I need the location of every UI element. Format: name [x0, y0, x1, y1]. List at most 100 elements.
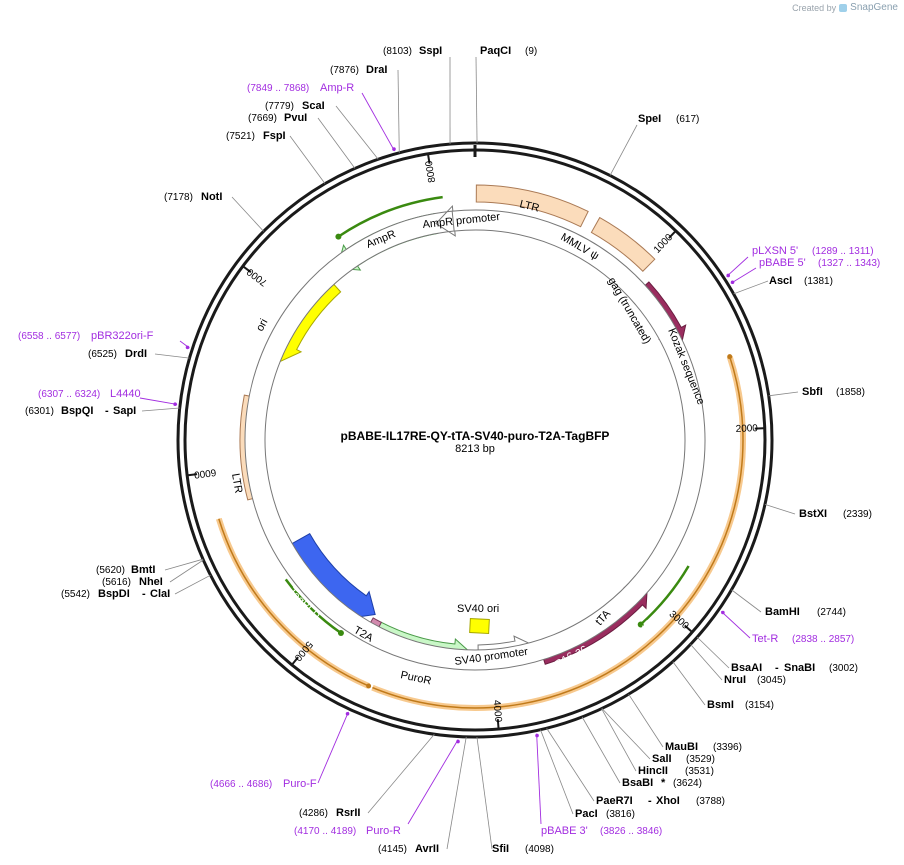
primer-binding-mark[interactable] [535, 733, 539, 738]
enzyme-name: PvuI [284, 112, 307, 124]
enzyme-pos: (3529) [686, 754, 715, 765]
enzyme-name: AvrII [415, 843, 439, 855]
enzyme-name: BsaBI [622, 777, 653, 789]
outer-bar-tip-1 [366, 683, 372, 689]
primer-binding-mark[interactable] [456, 739, 460, 744]
enzyme-name: NruI [724, 674, 746, 686]
feature-label-ltr-left: LTR [229, 472, 244, 494]
primer-leader-line [317, 711, 349, 784]
outer-feature-bars [215, 354, 746, 711]
enzyme-name: SalI [652, 753, 672, 765]
enzyme-pos: (3045) [757, 675, 786, 686]
enzyme-leader-line [609, 124, 638, 176]
feature-ampr-promoter[interactable] [244, 204, 706, 671]
enzyme-name: ScaI [302, 100, 325, 112]
snapgene-branding: Created by SnapGene [792, 2, 898, 13]
green-feature-arrows [284, 195, 690, 637]
enzyme-dash: - [648, 795, 652, 807]
tick-label: 6000 [193, 466, 217, 480]
feature-label-puror: PuroR [399, 669, 432, 687]
enzyme-pos: (7178) [164, 192, 193, 203]
enzyme-name2: ClaI [150, 588, 170, 600]
enzyme-name2: SnaBI [784, 662, 815, 674]
tick-label: 2000 [735, 423, 758, 435]
primer-leader-line [720, 611, 751, 639]
enzyme-pos: (1381) [804, 276, 833, 287]
enzyme-leader-line [628, 693, 664, 748]
green-arrow-2 [284, 578, 342, 635]
enzyme-name: BsmI [707, 699, 734, 711]
primer-range: (4666 .. 4686) [210, 779, 272, 790]
enzyme-pos: (3788) [696, 796, 725, 807]
enzyme-name: BspQI [61, 405, 93, 417]
sv40-ori-box [469, 618, 490, 635]
enzyme-dash: - [142, 588, 146, 600]
enzyme-name: PaeR7I [596, 795, 633, 807]
primer-binding-mark[interactable] [721, 610, 725, 615]
primer-name: Puro-R [366, 825, 401, 837]
enzyme-leader-line [581, 716, 621, 784]
tick-label: 7000 [245, 266, 270, 288]
enzyme-pos: (9) [525, 46, 537, 57]
primer-binding-mark[interactable] [173, 402, 177, 407]
primer-binding-mark[interactable] [392, 147, 396, 151]
primer-name: L4440 [110, 388, 141, 400]
enzyme-leader-line [174, 574, 211, 595]
primer-leader-line [139, 397, 178, 405]
primer-labels: (7849 .. 7868) Amp-R pLXSN 5' (1289 .. 1… [18, 82, 880, 837]
enzyme-name: BstXI [799, 508, 827, 520]
primer-leader-line [730, 267, 757, 284]
primer-binding-mark[interactable] [185, 345, 190, 350]
enzyme-name: SbfI [802, 386, 823, 398]
primer-range: (4170 .. 4189) [294, 826, 356, 837]
enzyme-leader-line [546, 728, 595, 802]
enzyme-pos: (2744) [817, 607, 846, 618]
enzyme-name2: SapI [113, 405, 136, 417]
enzyme-name: PacI [575, 808, 598, 820]
enzyme-leader-line [672, 661, 706, 706]
primer-range: (7849 .. 7868) [247, 83, 309, 94]
enzyme-pos: (4286) [299, 808, 328, 819]
primer-binding-mark[interactable] [730, 280, 735, 285]
primer-binding-mark[interactable] [345, 711, 350, 716]
enzyme-name: BsaAI [731, 662, 762, 674]
created-by-text: Created by [792, 2, 837, 13]
green-arrow-tip-1 [637, 621, 644, 628]
enzyme-pos: (5542) [61, 589, 90, 600]
enzyme-name: BamHI [765, 606, 800, 618]
enzyme-leader-line [367, 733, 435, 814]
enzyme-name: DrdI [125, 348, 147, 360]
feature-mmlv-[interactable] [590, 216, 656, 272]
enzyme-name: HincII [638, 765, 668, 777]
primer-range: (1289 .. 1311) [812, 246, 874, 257]
feature-ltr[interactable] [475, 184, 589, 228]
feature-label-sv40-ori: SV40 ori [457, 603, 499, 615]
enzyme-pos: (3624) [673, 778, 702, 789]
tick-mark [684, 624, 693, 633]
enzyme-pos: (3816) [606, 809, 635, 820]
enzyme-pos: (6525) [88, 349, 117, 360]
enzyme-leader-line [289, 135, 326, 184]
enzyme-leader-line [690, 644, 723, 681]
feature-label-ltr-top: LTR [518, 198, 540, 214]
leader-lines [139, 56, 799, 850]
enzyme-name: PaqCI [480, 45, 511, 57]
primer-leader-line [726, 256, 749, 277]
enzyme-name: NotI [201, 191, 222, 203]
enzyme-pos: (7669) [248, 113, 277, 124]
features-layer [239, 184, 706, 671]
primer-range: (6307 .. 6324) [38, 389, 100, 400]
primer-name: pBR322ori-F [91, 330, 154, 342]
enzyme-pos: (5616) [102, 577, 131, 588]
enzyme-name: BmtI [131, 564, 155, 576]
enzyme-name: MauBI [665, 741, 698, 753]
enzyme-leader-line [768, 391, 799, 397]
enzyme-pos: (4098) [525, 844, 554, 855]
snapgene-app-name: SnapGene [850, 2, 898, 13]
enzyme-pos: (7779) [265, 101, 294, 112]
enzyme-pos: (6301) [25, 406, 54, 417]
primer-binding-mark[interactable] [726, 273, 731, 278]
snapgene-logo-icon [839, 3, 848, 12]
enzyme-pos: (8103) [383, 46, 412, 57]
enzyme-name: SspI [419, 45, 442, 57]
